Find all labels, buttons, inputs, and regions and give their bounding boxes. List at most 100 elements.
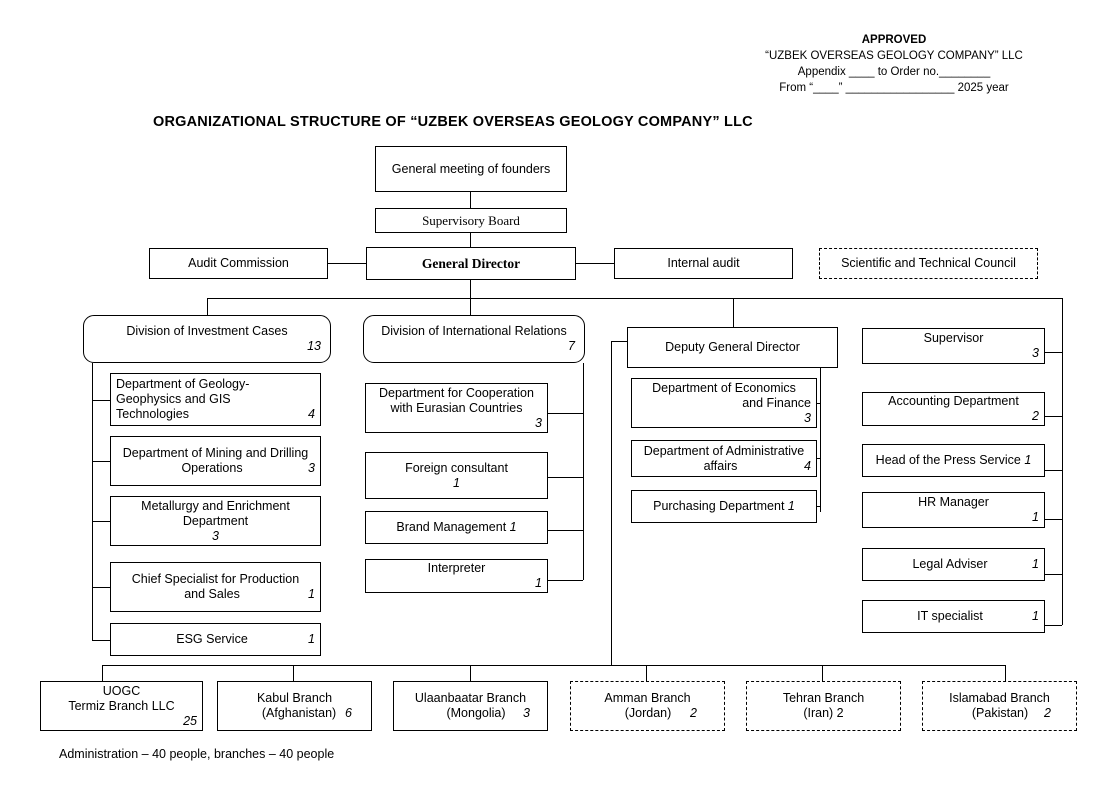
branch2-line2: (Mongolia): [446, 706, 506, 720]
col4-item1-line1: Accounting Department: [888, 394, 1019, 408]
box-division-of-investment-cases: Division of Investment Cases 13: [83, 315, 331, 363]
box-hr-manager: HR Manager 1: [862, 492, 1045, 528]
col3-item0-line1: Department of Economics: [652, 380, 796, 395]
col3-stub1: [817, 458, 820, 459]
col3-item2-line1: Purchasing Department: [653, 499, 785, 513]
box-audit-commission: Audit Commission: [149, 248, 328, 279]
col4-item5-count: 1: [1032, 609, 1039, 623]
col2-stub2: [548, 530, 583, 531]
connector-meeting-board: [470, 192, 471, 208]
col3-head-label: Deputy General Director: [665, 340, 800, 354]
audit-commission-label: Audit Commission: [188, 256, 289, 270]
col1-item1-count: 3: [308, 461, 315, 475]
box-general-meeting-of-founders: General meeting of founders: [375, 146, 567, 192]
col3-stub0: [817, 403, 820, 404]
box-department-of-administrative-affairs: Department of Administrative affairs 4: [631, 440, 817, 477]
col2-item0-count: 3: [535, 415, 542, 430]
col2-stub3: [548, 580, 583, 581]
connector-audit-director: [328, 263, 366, 264]
branch5-count: 2: [1044, 706, 1051, 720]
col1-item0-line1: Department of Geology-: [116, 377, 250, 391]
box-tehran-branch: Tehran Branch (Iran) 2: [746, 681, 901, 731]
col1-item4-line1: ESG Service: [176, 632, 248, 646]
bus-drop-col4: [1062, 298, 1063, 625]
col2-item0-line2: with Eurasian Countries: [390, 400, 523, 415]
box-general-director: General Director: [366, 247, 576, 280]
col1-stub4: [92, 640, 110, 641]
box-islamabad-branch: Islamabad Branch (Pakistan) 2: [922, 681, 1077, 731]
branch5-line1: Islamabad Branch: [949, 691, 1050, 705]
bus-drop-col3: [733, 298, 734, 327]
box-department-of-mining-and-drilling-operations: Department of Mining and Drilling Operat…: [110, 436, 321, 486]
page-title: ORGANIZATIONAL STRUCTURE OF “UZBEK OVERS…: [153, 114, 753, 130]
col1-stub3: [92, 587, 110, 588]
box-chief-specialist-for-production-and-sales: Chief Specialist for Production and Sale…: [110, 562, 321, 612]
col1-head-count: 13: [307, 339, 321, 353]
col4-item1-count: 2: [1032, 409, 1039, 423]
col2-item0-line1: Department for Cooperation: [379, 385, 534, 400]
col4-stub4: [1045, 574, 1062, 575]
box-supervisor: Supervisor 3: [862, 328, 1045, 364]
col3-to-branches-spine: [611, 341, 612, 666]
col2-head-count: 7: [568, 339, 575, 353]
box-ulaanbaatar-branch: Ulaanbaatar Branch (Mongolia) 3: [393, 681, 548, 731]
col4-item0-line1: Supervisor: [923, 331, 984, 345]
col2-item2-line1: Brand Management: [396, 520, 507, 534]
approval-block: APPROVED “UZBEK OVERSEAS GEOLOGY COMPANY…: [744, 32, 1044, 96]
branch0-line1: UOGC: [102, 683, 141, 698]
supervisory-board-label: Supervisory Board: [422, 213, 520, 228]
col4-item4-line1: Legal Adviser: [912, 557, 988, 571]
box-department-of-economics-and-finance: Department of Economics and Finance 3: [631, 378, 817, 428]
col1-item4-count: 1: [308, 632, 315, 646]
branch1-count: 6: [345, 706, 352, 720]
branch-horizontal-bus: [102, 665, 1005, 666]
box-head-of-the-press-service: Head of the Press Service 1: [862, 444, 1045, 477]
branch3-count: 2: [690, 706, 697, 720]
col1-item2-line2: Department: [182, 513, 249, 528]
col3-item0-line2: and Finance: [742, 395, 811, 410]
col4-stub5: [1045, 625, 1062, 626]
box-department-for-cooperation-with-eurasian-countries: Department for Cooperation with Eurasian…: [365, 383, 548, 433]
box-kabul-branch: Kabul Branch (Afghanistan) 6: [217, 681, 372, 731]
main-horizontal-bus: [207, 298, 1063, 299]
col1-item1-line2: Operations: [181, 461, 243, 475]
box-deputy-general-director: Deputy General Director: [627, 327, 838, 368]
col3-left-stub: [611, 341, 627, 342]
col4-item4-count: 1: [1032, 557, 1039, 571]
col2-item1-count: 1: [453, 475, 460, 490]
approval-appendix: Appendix ____ to Order no.________: [797, 66, 991, 78]
approval-company: “UZBEK OVERSEAS GEOLOGY COMPANY” LLC: [765, 50, 1023, 62]
col2-stub0: [548, 413, 583, 414]
branch4-line1: Tehran Branch: [782, 691, 865, 705]
branch1-line2: (Afghanistan): [261, 706, 337, 720]
branch-drop-5: [1005, 665, 1006, 681]
col1-item0-line3: Technologies: [116, 407, 189, 421]
col1-item3-line1: Chief Specialist for Production: [131, 572, 300, 586]
internal-audit-label: Internal audit: [667, 256, 740, 270]
col4-item5-line1: IT specialist: [917, 609, 983, 623]
branch5-line2: (Pakistan): [971, 706, 1029, 720]
col4-stub1: [1045, 416, 1062, 417]
scientific-council-label: Scientific and Technical Council: [841, 256, 1016, 270]
col1-stub2: [92, 521, 110, 522]
box-brand-management: Brand Management 1: [365, 511, 548, 544]
box-foreign-consultant: Foreign consultant 1: [365, 452, 548, 499]
box-division-of-international-relations: Division of International Relations 7: [363, 315, 585, 363]
branch3-line1: Amman Branch: [604, 691, 691, 705]
general-meeting-label: General meeting of founders: [391, 161, 551, 176]
branch-drop-3: [646, 665, 647, 681]
branch-drop-4: [822, 665, 823, 681]
col1-stub0: [92, 400, 110, 401]
col2-item3-count: 1: [535, 576, 542, 590]
col1-item2-count: 3: [212, 528, 219, 543]
col1-item0-count: 4: [308, 407, 315, 421]
col2-stub1: [548, 477, 583, 478]
col1-item3-count: 1: [308, 587, 315, 601]
branch4-line2: (Iran) 2: [803, 706, 844, 720]
box-internal-audit: Internal audit: [614, 248, 793, 279]
col4-item0-count: 3: [1032, 346, 1039, 360]
box-metallurgy-and-enrichment-department: Metallurgy and Enrichment Department 3: [110, 496, 321, 546]
bus-drop-col2: [470, 298, 471, 315]
branch-drop-0: [102, 665, 103, 681]
